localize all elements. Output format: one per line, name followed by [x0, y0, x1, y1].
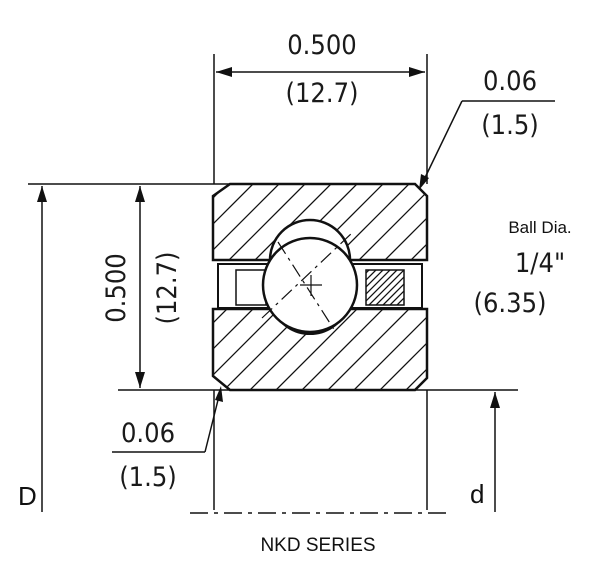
- cage-hatch-line: [413, 265, 458, 310]
- width-dimension-line: [216, 67, 425, 77]
- height-extension-lines: [28, 183, 518, 391]
- inner-ring-hatch-line: [213, 309, 258, 390]
- inner-ring-hatch-line: [270, 309, 362, 390]
- chamfer-top-leader: [419, 100, 555, 190]
- ball-dia-label: Ball Dia.: [508, 218, 571, 237]
- chamfer-bottom-inch: 0.06: [121, 418, 175, 449]
- height-dim-inch: 0.500: [101, 253, 132, 323]
- outer-ring-hatch-line: [249, 184, 336, 260]
- inner-ring: [211, 307, 429, 392]
- height-dimension-line: [135, 186, 145, 388]
- outer-ring-hatch-line: [432, 180, 517, 265]
- ball-dia-inch: 1/4": [515, 248, 565, 279]
- width-dim-inch: 0.500: [287, 30, 357, 61]
- cage-hatch-line: [366, 270, 384, 288]
- cage-hatch-line: [420, 265, 465, 310]
- cage-hatch-line: [427, 265, 472, 310]
- chamfer-top-inch: 0.06: [483, 66, 537, 97]
- series-title: NKD SERIES: [260, 535, 375, 556]
- cage-hatch-line: [366, 270, 391, 295]
- cage-hatch-line: [382, 283, 404, 305]
- inner-ring-hatch-line: [213, 309, 232, 390]
- inner-ring-hatch-line: [322, 309, 414, 390]
- chamfer-top-mm: (1.5): [481, 110, 539, 141]
- outer-ring-hatch-line: [379, 184, 427, 260]
- outer-ring-hatch-line: [405, 184, 427, 260]
- height-dim-mm: (12.7): [152, 251, 183, 324]
- cage-hatch-line: [366, 270, 377, 281]
- inner-ring-hatch-line: [400, 309, 427, 390]
- chamfer-bottom-leader: [112, 386, 223, 453]
- chamfer-bottom-mm: (1.5): [119, 462, 177, 493]
- inner-diameter-label: d: [470, 479, 484, 509]
- inner-ring-hatch-line: [213, 309, 284, 390]
- ball-dia-mm: (6.35): [473, 288, 546, 319]
- width-extension-lines: [213, 54, 428, 184]
- outer-ring-hatch-line: [223, 184, 310, 260]
- cage-hatch-line: [366, 270, 398, 302]
- outer-ring-hatch-line: [213, 184, 284, 260]
- outer-diameter-label: D: [18, 481, 37, 511]
- inner-ring-hatch-line: [374, 309, 427, 390]
- inner-diameter-line: [490, 392, 500, 512]
- outer-ring-hatch-line: [213, 184, 258, 260]
- inner-ring-hatch-line: [296, 309, 388, 390]
- projection-lines: [213, 390, 428, 510]
- cage-hatch-line: [375, 276, 404, 305]
- cage-hatch-line: [368, 270, 404, 305]
- ball: [261, 232, 359, 334]
- cage-hatch-line: [434, 265, 479, 310]
- cage-hatch-line: [396, 297, 404, 305]
- cage-hatch-line: [406, 265, 451, 310]
- cage-hatch-line: [389, 290, 404, 305]
- outer-diameter-line: [37, 186, 47, 512]
- width-dim-mm: (12.7): [285, 78, 358, 109]
- outer-ring: [211, 180, 517, 265]
- inner-ring-hatch-line: [348, 309, 427, 390]
